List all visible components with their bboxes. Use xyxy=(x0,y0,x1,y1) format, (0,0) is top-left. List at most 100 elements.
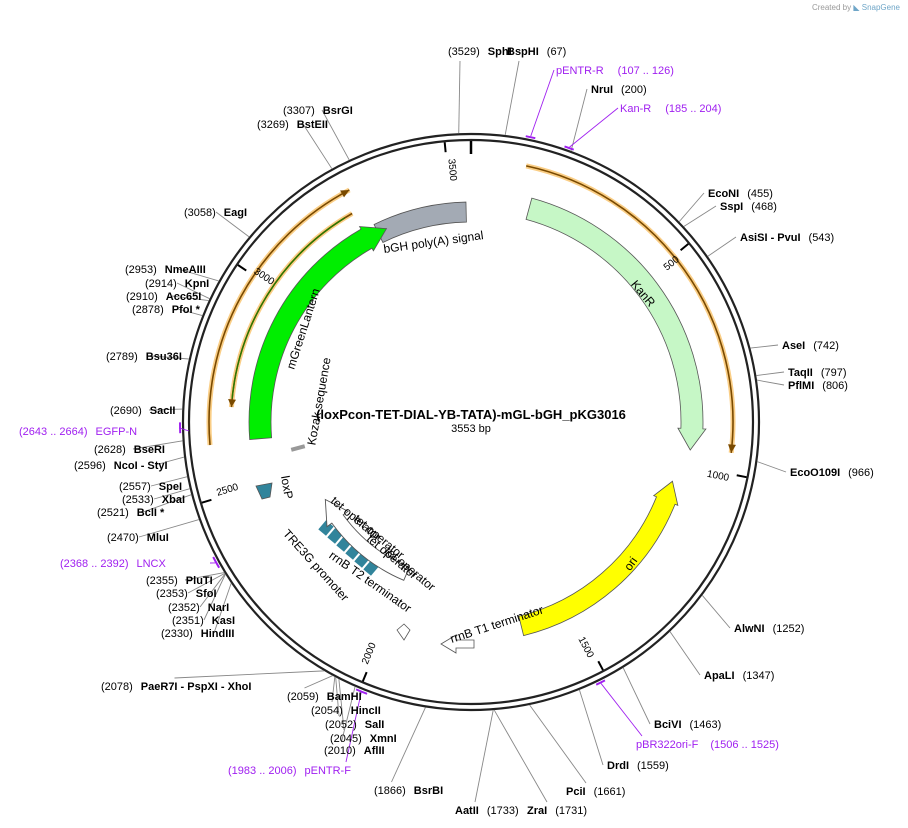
leader-xbai xyxy=(153,488,190,500)
orf-kanr-arrow-line xyxy=(526,165,734,453)
site-name: PfoI * xyxy=(172,304,201,316)
site-pos: (455) xyxy=(747,188,773,200)
site-pos: (2470) xyxy=(107,532,139,544)
leader-ncoi-styi xyxy=(154,456,185,466)
site-label-hindiii: (2330) HindIII xyxy=(161,628,234,640)
leader-xmni xyxy=(338,678,345,731)
orf-arrows xyxy=(206,163,737,454)
site-label-acc65i: (2910)Acc65I xyxy=(126,291,201,303)
leader-sspi xyxy=(683,205,717,227)
tick-3000 xyxy=(237,264,247,272)
site-label-nari: (2352)NarI xyxy=(168,602,229,614)
leader-spei xyxy=(150,476,188,487)
site-name: TaqII xyxy=(788,367,813,379)
site-pos: (2628) xyxy=(94,444,126,456)
tick-500 xyxy=(679,243,689,251)
site-name: NruI xyxy=(591,84,613,96)
primer-mark-lncx xyxy=(212,556,221,569)
site-pos: (1731) xyxy=(555,805,587,817)
site-label-spei: (2557)SpeI xyxy=(119,481,182,493)
site-pos: (2054) xyxy=(311,705,343,717)
feature-label-kozak-sequence: Kozak sequence xyxy=(304,356,333,446)
site-pos: (200) xyxy=(621,84,647,96)
site-label-pflmi: PflMI(806) xyxy=(788,380,848,392)
site-name: KpnI xyxy=(185,278,209,290)
site-name: Bsu36I xyxy=(146,351,182,363)
backbone-inner xyxy=(187,138,755,706)
site-pos: (2330) xyxy=(161,628,193,640)
tick-label-2000: 2000 xyxy=(360,641,379,666)
site-label-kpni: (2914) KpnI xyxy=(145,278,209,290)
feature-mgreenlantern xyxy=(248,226,388,440)
primer-name: pENTR-R xyxy=(556,65,604,77)
site-pos: (2914) xyxy=(145,278,177,290)
site-name: AsiSI - PvuI xyxy=(740,232,801,244)
site-pos: (742) xyxy=(813,340,839,352)
site-label-zrai: ZraI (1731) xyxy=(527,805,587,817)
site-name: SspI xyxy=(720,201,743,213)
orf-outer-arrow-line xyxy=(208,189,350,446)
credit-text: Created by xyxy=(811,3,852,12)
feature-loxp xyxy=(255,482,273,500)
site-name: EagI xyxy=(224,207,247,219)
site-label-pfoi: (2878)PfoI * xyxy=(132,304,201,316)
primer-leader-kan-r xyxy=(569,107,619,148)
site-pos: (2078) xyxy=(101,681,133,693)
site-label-kasi: (2351)KasI xyxy=(172,615,235,627)
snapgene-credit: Created by ◣ SnapGene xyxy=(812,3,900,12)
site-label-xmni: (2045)XmnI xyxy=(330,733,397,745)
site-name: BseRI xyxy=(134,444,165,456)
leader-asisi-pvui xyxy=(707,236,737,257)
site-pos: (2521) xyxy=(97,507,129,519)
site-label-pcii: PciI(1661) xyxy=(566,786,625,798)
site-label-paer7i-pspxi-xhoi: (2078)PaeR7I - PspXI - XhoI xyxy=(101,681,251,693)
site-name: XbaI xyxy=(162,494,185,506)
site-name: SfoI xyxy=(196,588,217,600)
site-name: AlwNI xyxy=(734,623,765,635)
site-pos: (3269) xyxy=(257,119,289,131)
tick-1000 xyxy=(736,474,747,479)
orf-inner-arrow-head xyxy=(228,399,237,408)
site-name: BspHI xyxy=(507,46,539,58)
site-pos: (2010) xyxy=(324,745,356,757)
site-name: BclI * xyxy=(137,507,165,519)
site-name: HindIII xyxy=(201,628,235,640)
site-pos: (2355) xyxy=(146,575,178,587)
primer-label-pbr322ori-f: pBR322ori-F(1506 .. 1525) xyxy=(636,739,779,751)
site-name: SalI xyxy=(365,719,385,731)
site-name: PflMI xyxy=(788,380,814,392)
site-label-xbai: (2533) XbaI xyxy=(122,494,185,506)
leader-econi xyxy=(678,192,705,222)
primer-range: (107 .. 126) xyxy=(618,65,674,77)
primer-label-pentr-r: pENTR-R (107 .. 126) xyxy=(556,65,674,77)
site-label-alwni: AlwNI(1252) xyxy=(734,623,804,635)
site-pos: (966) xyxy=(848,467,874,479)
site-label-ncoi-styi: (2596)NcoI - StyI xyxy=(74,460,168,472)
leader-hincii xyxy=(331,676,336,703)
feature-rrnb-t2-terminator xyxy=(396,623,411,641)
primer-leader-pentr-f xyxy=(345,692,362,763)
site-label-sspi: SspI(468) xyxy=(720,201,777,213)
site-label-sfoi: (2353)SfoI xyxy=(156,588,217,600)
leader-aflii xyxy=(341,686,356,743)
site-pos: (2910) xyxy=(126,291,158,303)
primer-name: pBR322ori-F xyxy=(636,739,699,751)
primer-range: (2643 .. 2664) xyxy=(19,426,88,438)
site-pos: (3307) xyxy=(283,105,315,117)
site-label-bsrgi: (3307)BsrGI xyxy=(283,105,353,117)
site-pos: (2045) xyxy=(330,733,362,745)
site-pos: (2533) xyxy=(122,494,154,506)
feature-kanr xyxy=(525,197,707,451)
site-name: ZraI xyxy=(527,805,547,817)
feature-bgh-poly-a-signal xyxy=(373,201,467,243)
primer-name: pENTR-F xyxy=(305,765,352,777)
tick-2500 xyxy=(201,498,212,504)
orf-kanr-arrow-head xyxy=(728,444,737,453)
site-name: AatII xyxy=(455,805,479,817)
leader-bcli xyxy=(142,494,192,513)
site-label-bamhi: (2059)BamHI xyxy=(287,691,362,703)
site-name: DrdI xyxy=(607,760,629,772)
site-pos: (2059) xyxy=(287,691,319,703)
primer-leader-pbr322ori-f xyxy=(600,683,643,737)
site-pos: (1661) xyxy=(594,786,626,798)
